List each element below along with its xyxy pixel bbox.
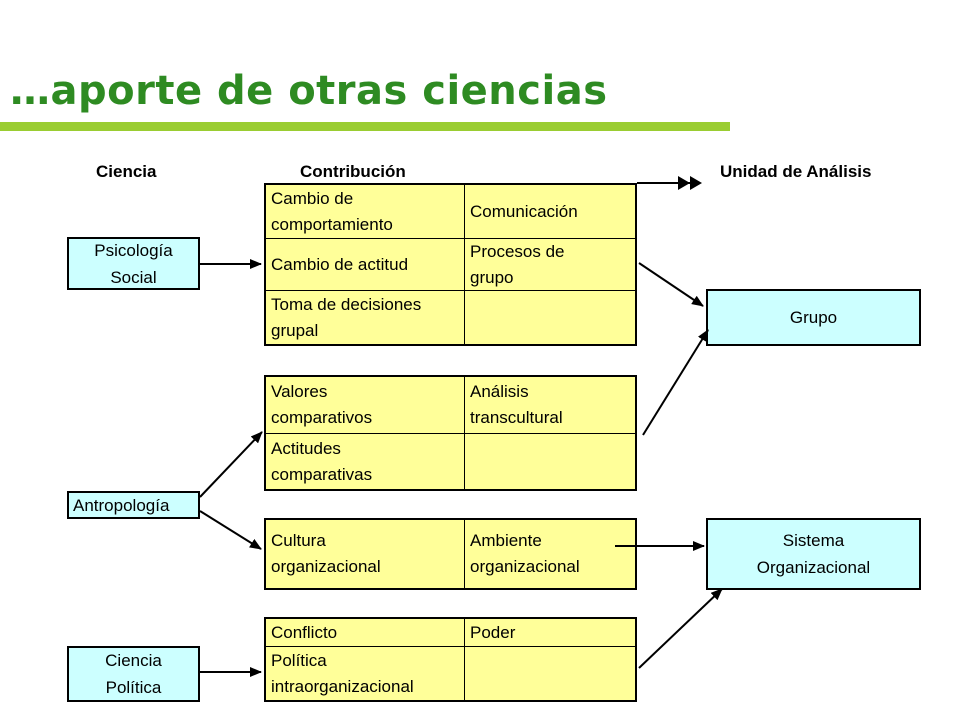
celda-procesos-grupo: Procesos de grupo [465,239,635,291]
celda-cambio-actitud: Cambio de actitud [266,239,465,291]
ciencia-psicologia-social: Psicología Social [67,237,200,290]
arrow-antropologia-to-valores [199,431,263,498]
celda-comunicacion: Comunicación [465,185,635,239]
arrow-header-head-1 [678,176,690,190]
celda-valores-comparativos: Valores comparativos [266,377,465,434]
header-ciencia: Ciencia [96,162,157,181]
celda-ambiente-organizacional: Ambiente organizacional [470,531,580,576]
tabla-politica: Conflicto Poder Política intraorganizaci… [264,617,637,702]
celda-poder: Poder [465,619,635,647]
tabla-psicologia: Cambio de comportamiento Comunicación Ca… [264,183,637,346]
celda-politica-intraorganizacional: Política intraorganizacional [266,647,465,700]
arrow-antropologia-to-cultura [199,510,262,550]
ciencia-antropologia: Antropología [67,491,200,519]
arrow-transcultural-to-grupo [642,329,709,436]
header-contribucion: Contribución [300,162,406,181]
celda-toma-decisiones: Toma de decisiones grupal [266,291,465,344]
tabla-antropologia-valores: Valores comparativos Análisis transcultu… [264,375,637,491]
celda-cambio-comportamiento: Cambio de comportamiento [266,185,465,239]
header-unidad-analisis: Unidad de Análisis [720,162,872,181]
celda-analisis-transcultural: Análisis transcultural [465,377,635,434]
unidad-grupo-label: Grupo [789,308,838,327]
ciencia-antropologia-label: Antropología [73,495,170,515]
arrow-poder-to-sistema [638,588,723,669]
arrow-header-head-2 [690,176,702,190]
ciencia-politica: Ciencia Política [67,646,200,702]
celda-actitudes-comparativas: Actitudes comparativas [266,434,465,489]
ciencia-psicologia-label: Psicología Social [94,240,173,287]
unidad-sistema-label: Sistema Organizacional [756,531,871,577]
unidad-sistema-organizacional: Sistema Organizacional [706,518,921,590]
unidad-grupo: Grupo [706,289,921,346]
ciencia-politica-label: Ciencia Política [105,651,162,697]
arrow-procesos-to-grupo [638,262,704,307]
title-underline [0,122,730,131]
celda-conflicto: Conflicto [266,619,465,647]
tabla-antropologia-cultura: Cultura organizacional Ambiente organiza… [264,518,637,590]
celda-cultura-organizacional: Cultura organizacional [266,520,465,588]
page-title: …aporte de otras ciencias [10,68,608,114]
